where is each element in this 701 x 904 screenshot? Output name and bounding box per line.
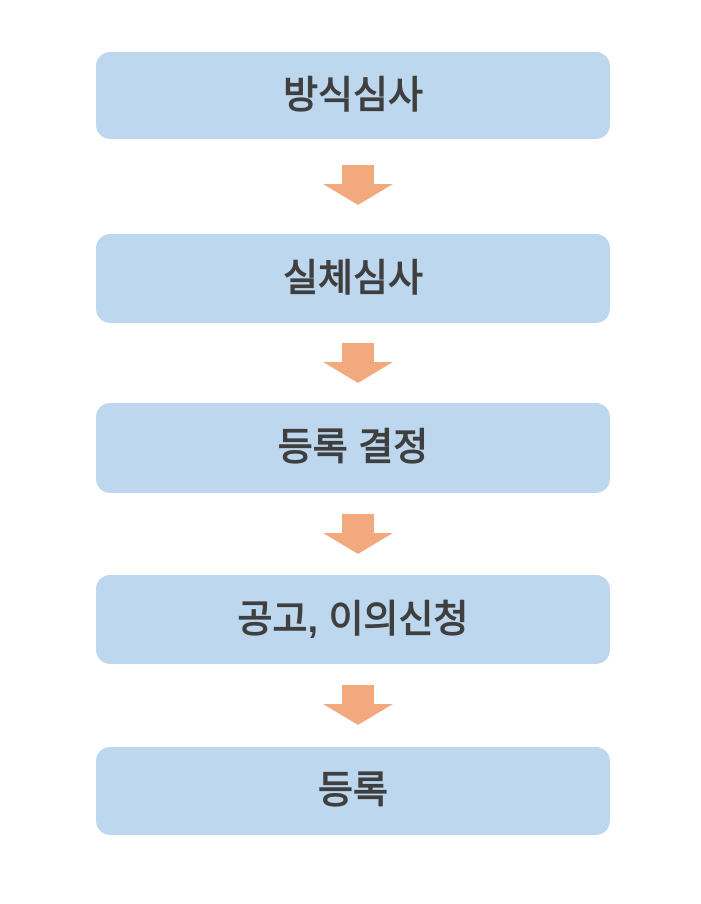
flow-step-label-1: 방식심사	[283, 74, 423, 117]
flow-step-label-5: 등록	[318, 770, 388, 812]
flow-step-label-4: 공고, 이의신청	[237, 598, 469, 641]
down-arrow-icon	[323, 165, 393, 205]
down-arrow-icon	[323, 514, 393, 554]
flow-step-box-2: 실체심사	[96, 234, 610, 323]
flow-step-box-5: 등록	[96, 747, 610, 835]
down-arrow-icon	[323, 343, 393, 383]
flow-step-box-1: 방식심사	[96, 52, 610, 139]
flow-step-label-3: 등록 결정	[277, 427, 429, 469]
down-arrow-icon	[323, 685, 393, 725]
flow-step-box-3: 등록 결정	[96, 403, 610, 493]
flow-step-label-2: 실체심사	[283, 257, 423, 300]
flow-step-box-4: 공고, 이의신청	[96, 575, 610, 664]
